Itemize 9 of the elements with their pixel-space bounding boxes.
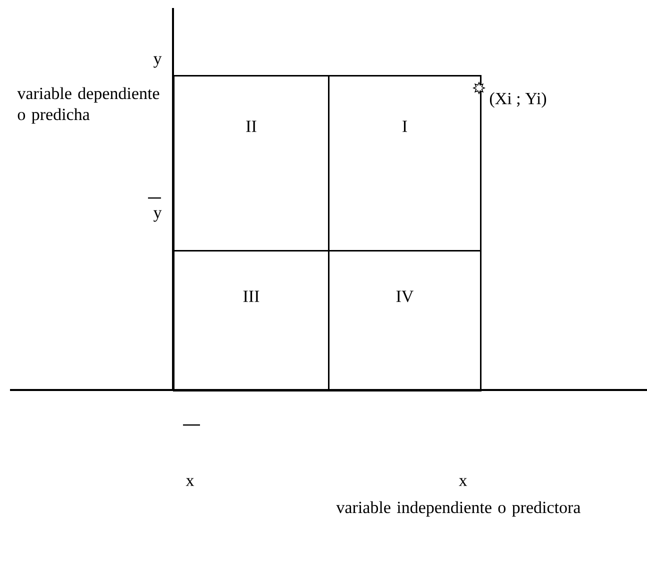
axis-label: y — [154, 210, 162, 222]
axis-label: x — [186, 478, 194, 486]
quadrant-box: II — [173, 75, 330, 252]
quadrant-box: I — [328, 75, 482, 252]
axis-label: y — [154, 56, 162, 68]
axis-label: x — [458, 478, 468, 486]
quadrant-box: III — [173, 250, 330, 392]
axis-title: variable independiente o predictora — [336, 501, 580, 517]
quadrant-box: IV — [328, 250, 482, 392]
